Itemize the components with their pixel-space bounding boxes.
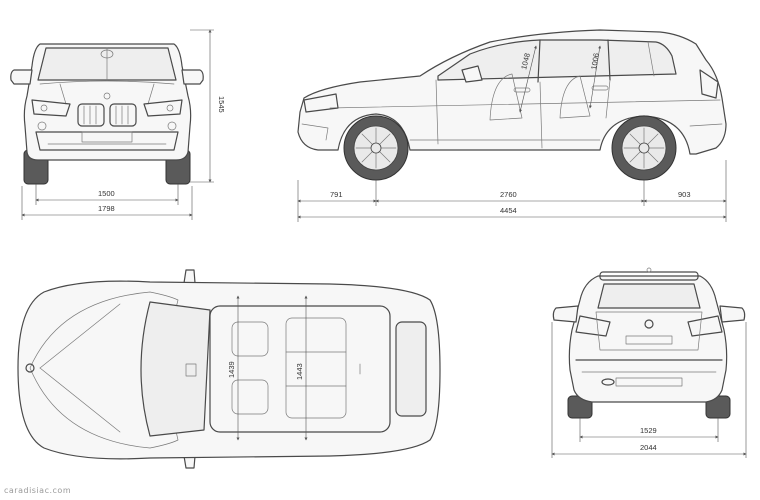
rear-overhang-label: 903 <box>678 190 691 199</box>
rear-view: 1529 2044 <box>551 267 747 458</box>
top-view: 1439 1443 <box>17 269 441 469</box>
front-track-label: 1500 <box>98 189 115 198</box>
front-shoulder-width-label: 1439 <box>227 361 236 378</box>
overall-length-label: 4454 <box>500 206 517 215</box>
rear-wheel <box>611 115 677 181</box>
wheelbase-label: 2760 <box>500 190 517 199</box>
width-with-mirrors-label: 2044 <box>640 443 657 452</box>
overall-width-label: 1798 <box>98 204 115 213</box>
front-wheel <box>343 115 409 181</box>
front-view: 1545 1500 1798 <box>10 29 226 220</box>
side-view: 1048 1006 791 2760 903 4454 <box>297 29 727 222</box>
rear-headroom-label: 1006 <box>589 52 601 70</box>
front-overhang-label: 791 <box>330 190 343 199</box>
rear-shoulder-width-label: 1443 <box>295 363 304 380</box>
watermark: caradisiac.com <box>4 486 72 495</box>
front-height-label: 1545 <box>217 96 226 113</box>
front-headroom-label: 1048 <box>519 52 532 70</box>
rear-track-label: 1529 <box>640 426 657 435</box>
